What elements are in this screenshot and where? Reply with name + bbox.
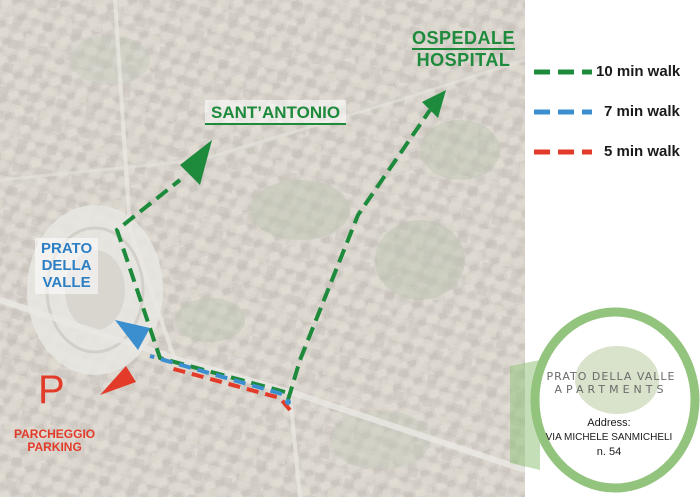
address-number: n. 54: [596, 446, 622, 458]
parking-label: PARCHEGGIO PARKING: [14, 427, 96, 455]
legend-swatches: [534, 69, 592, 155]
prato-label-line1: PRATO: [41, 240, 93, 257]
parking-label-line2: PARKING: [27, 440, 82, 455]
legend-label-5min: 5 min walk: [604, 143, 680, 160]
address-title: Address:: [587, 417, 631, 429]
address-callout: [510, 307, 700, 493]
prato-label-line2: DELLA: [41, 256, 92, 274]
arrow-parking-icon: [100, 366, 136, 395]
brand-logo-line1: PRATO DELLA VALLE: [546, 370, 676, 383]
prato-label-line3: VALLE: [42, 273, 91, 291]
brand-logo-line2: APARTMENTS: [554, 383, 668, 396]
route-to-prato: [149, 354, 283, 396]
aerial-map: OSPEDALE HOSPITAL SANT’ANTONIO PRATO DEL…: [0, 0, 525, 497]
hospital-label-line2: HOSPITAL: [416, 50, 511, 71]
arrow-santantonio-icon: [180, 140, 212, 185]
route-to-hospital: [286, 108, 432, 401]
map-graphics: [0, 0, 525, 497]
legend-label-10min: 10 min walk: [596, 63, 681, 80]
prato-label: PRATO DELLA VALLE: [35, 238, 99, 295]
brand-logo: PRATO DELLA VALLE APARTMENTS: [536, 370, 686, 396]
arrow-prato-icon: [115, 320, 150, 350]
legend-label-7min: 7 min walk: [604, 103, 680, 120]
hospital-label-line1: OSPEDALE: [412, 28, 516, 51]
parking-icon: P: [38, 368, 65, 412]
santantonio-label: SANT’ANTONIO: [205, 100, 347, 126]
parking-label-line1: PARCHEGGIO: [14, 427, 96, 441]
address-street: VIA MICHELE SANMICHELI: [545, 432, 673, 443]
apartment-location-icon: [285, 399, 291, 405]
logo-badge: [575, 346, 659, 414]
arrow-hospital-icon: [422, 90, 446, 118]
hospital-label: OSPEDALE HOSPITAL: [412, 28, 516, 71]
route-to-parking: [169, 366, 292, 412]
